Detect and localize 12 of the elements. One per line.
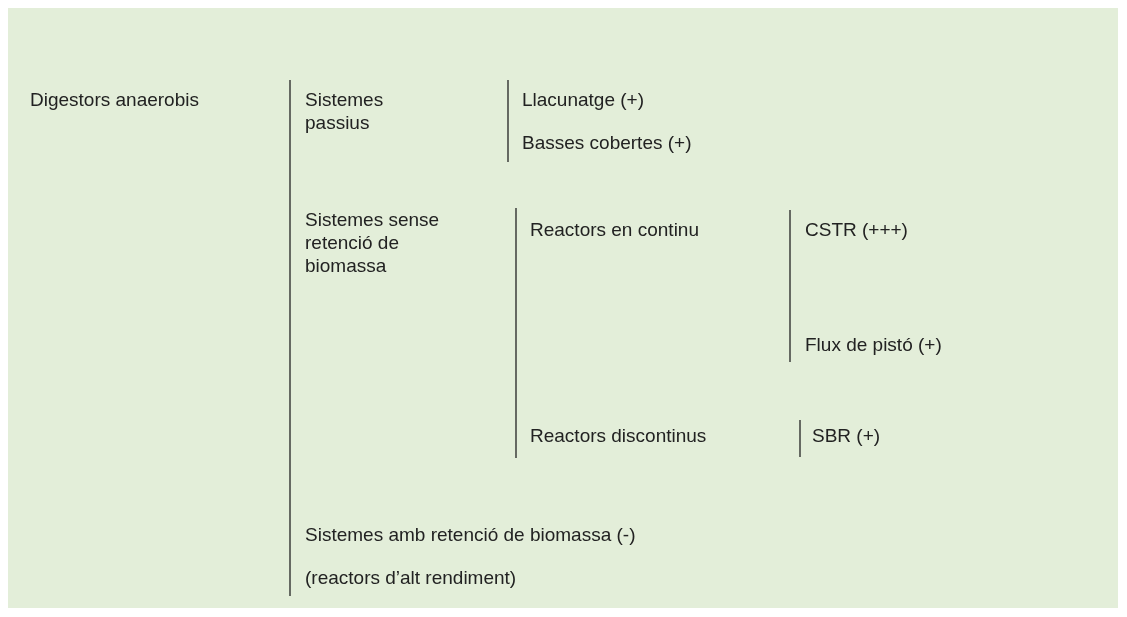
category-label: Reactors en continu [530,218,699,241]
category-label: Llacunatge (+) [522,88,644,111]
category-label: (reactors d’alt rendiment) [305,566,517,589]
category-label: Digestors anaerobis [30,88,199,111]
category-label: Basses cobertes (+) [522,131,692,154]
category-label: Sistemes sense retenció de biomassa [305,208,441,277]
category-label: Sistemes amb retenció de biomassa (-) [305,523,636,546]
category-label: Flux de pistó (+) [805,333,942,356]
category-label: SBR (+) [812,424,881,447]
category-label: Reactors discontinus [530,424,707,447]
category-label: Sistemes passius [305,88,385,134]
category-label: CSTR (+++) [805,218,908,241]
